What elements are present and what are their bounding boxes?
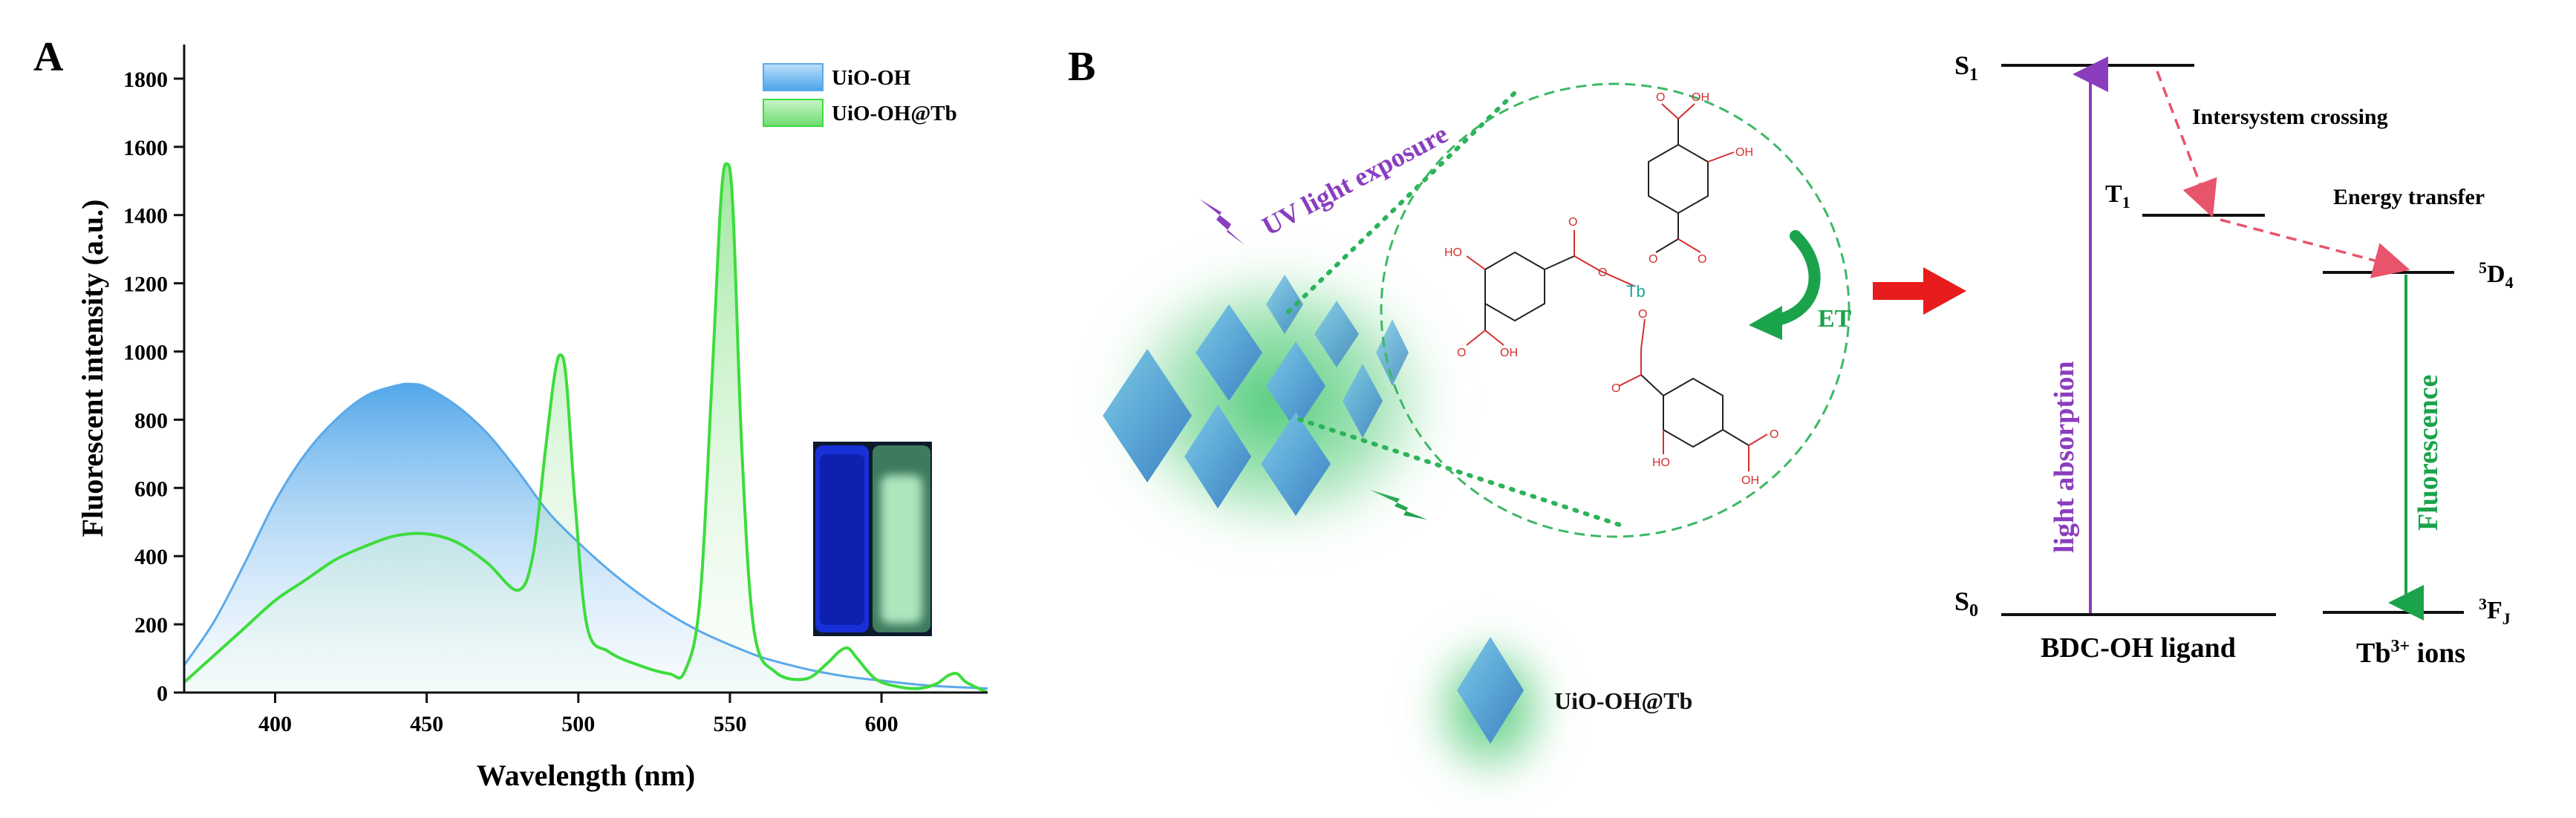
uv-lightning-icon: [1199, 199, 1245, 245]
series-fill-uio-oh-tb: [184, 163, 988, 693]
crystal-cluster: [1099, 252, 1455, 549]
fluorescence-label: Fluorescence: [2413, 375, 2444, 531]
svg-text:O: O: [1656, 91, 1665, 104]
svg-text:O: O: [1770, 428, 1778, 441]
plot-area-fills: [184, 162, 988, 693]
crystal-diamond: [1196, 304, 1262, 401]
chart-legend: UiO-OH UiO-OH@Tb: [763, 63, 957, 127]
intersystem-crossing-arrow: [2156, 71, 2217, 218]
red-arrow-right: [1873, 267, 1966, 315]
svg-text:O: O: [1611, 382, 1620, 395]
svg-text:O: O: [1638, 308, 1647, 321]
svg-text:O: O: [1698, 253, 1706, 266]
crystal-diamond: [1343, 364, 1383, 438]
svg-text:HO: HO: [1652, 457, 1670, 469]
svg-text:O: O: [1598, 266, 1607, 279]
tb-atom-label: Tb: [1626, 282, 1646, 301]
y-ticks: 0 200 400 600 800 1000 1200 1400 1600 1800: [123, 68, 184, 706]
svg-text:O: O: [1568, 216, 1577, 229]
s1-label: S1: [1954, 50, 1978, 85]
y-tick-label: 1400: [123, 204, 168, 229]
benzene-ring: [1663, 377, 1724, 448]
series-line-uio-oh: [184, 382, 988, 690]
legend-swatch-uio-oh-tb: [763, 99, 824, 127]
svg-text:O: O: [1649, 253, 1657, 266]
x-tick-label: 450: [410, 712, 443, 736]
x-tick-label: 500: [561, 712, 595, 736]
zoom-line-bottom: [1297, 417, 1628, 529]
svg-text:OH: OH: [1500, 347, 1518, 359]
y-tick-label: 400: [134, 545, 168, 569]
molecule-labels: O OH OH O O O O HO O OH O O O OH HO: [1444, 91, 1778, 487]
series-line-uio-oh-tb: [184, 162, 988, 693]
y-tick-label: 200: [134, 613, 168, 638]
et-label: ET: [1818, 305, 1852, 333]
tb-bdc-oh-molecule: [1466, 103, 1768, 471]
7fj-label: 3FJ: [2479, 595, 2511, 628]
y-tick-label: 800: [134, 408, 168, 433]
y-tick-label: 1800: [123, 68, 168, 92]
vial-photo-inset: [813, 442, 932, 636]
x-tick-label: 600: [865, 712, 899, 736]
panel-letter-a: A: [33, 34, 64, 80]
energy-transfer-arrow: [2220, 218, 2410, 278]
crystal-caption: UiO-OH@Tb: [1554, 687, 1692, 714]
svg-text:HO: HO: [1444, 246, 1462, 259]
svg-text:OH: OH: [1741, 474, 1759, 487]
y-tick-label: 1000: [123, 341, 168, 365]
energy-transfer-label: Energy transfer: [2333, 185, 2485, 209]
crystal-single: [1457, 637, 1524, 744]
y-tick-label: 600: [134, 477, 168, 501]
crystal-diamond: [1266, 341, 1326, 431]
legend-label-uio-oh-tb: UiO-OH@Tb: [832, 102, 957, 125]
svg-text:OH: OH: [1735, 146, 1753, 159]
s0-label: S0: [1954, 586, 1978, 621]
y-tick-label: 0: [157, 681, 168, 706]
crystal-diamond: [1184, 405, 1251, 508]
y-tick-label: 1600: [123, 136, 168, 160]
panel-letter-b: B: [1068, 44, 1095, 90]
mechanism-diagram: B UV light exposure: [1068, 44, 2514, 791]
fluorescence-spectrum-chart: A 400 450 500 550 600 0 200 400 600 800 1000 1200 1…: [33, 34, 988, 792]
bdc-oh-ligand-label: BDC-OH ligand: [2041, 632, 2236, 664]
legend-label-uio-oh: UiO-OH: [832, 66, 911, 90]
et-arrow-head: [1749, 306, 1782, 340]
x-ticks: 400 450 500 550 600: [258, 693, 899, 736]
t1-label: T1: [2105, 180, 2130, 212]
light-absorption-label: light absorption: [2049, 361, 2080, 553]
crystal-small: [1314, 301, 1359, 367]
y-axis-label: Fluorescent intensity (a.u.): [76, 200, 109, 537]
svg-text:O: O: [1457, 347, 1466, 359]
x-tick-label: 400: [258, 712, 292, 736]
crystal-small: [1266, 275, 1303, 334]
tb-ions-label: Tb3+ ions: [2356, 637, 2465, 669]
y-tick-label: 1200: [123, 272, 168, 297]
svg-text:OH: OH: [1692, 91, 1709, 104]
legend-swatch-uio-oh: [763, 63, 824, 91]
intersystem-crossing-label: Intersystem crossing: [2192, 105, 2388, 129]
zoom-circle: [1380, 82, 1851, 538]
x-axis-label: Wavelength (nm): [477, 759, 695, 792]
x-tick-label: 550: [713, 712, 746, 736]
zoom-line-top: [1286, 91, 1517, 314]
crystal-small: [1376, 319, 1409, 386]
crystal-diamond-large: [1103, 349, 1192, 482]
benzene-ring: [1484, 251, 1545, 322]
energy-transfer-curve-arrow: [1769, 230, 1821, 327]
crystal-diamond: [1261, 412, 1331, 516]
5d4-label: 5D4: [2479, 258, 2514, 292]
chart-axes: 400 450 500 550 600 0 200 400 600 800 1000 1200 140…: [123, 45, 988, 736]
benzene-ring: [1648, 143, 1709, 215]
energy-level-diagram: S1 S0 T1 5D4 3FJ Intersystem crossing En…: [1954, 50, 2514, 669]
